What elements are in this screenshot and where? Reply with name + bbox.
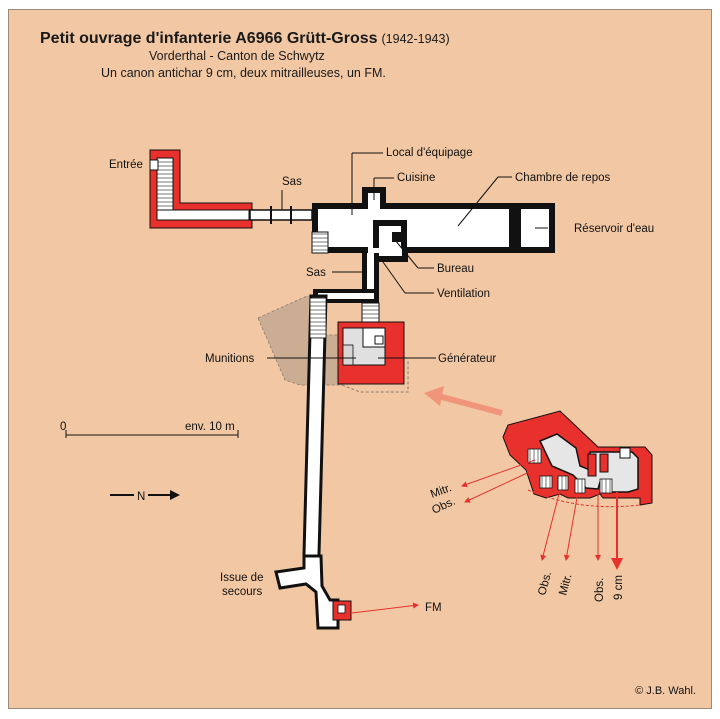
diagram-title: Petit ouvrage d'infanterie A6966 Grütt-G… bbox=[40, 30, 450, 48]
munitions-area bbox=[257, 295, 343, 386]
main-block bbox=[311, 187, 555, 262]
entrance-block bbox=[149, 149, 253, 229]
label-chambre-repos: Chambre de repos bbox=[515, 172, 610, 184]
label-obs-b1: Obs. bbox=[536, 570, 554, 597]
label-obs-b2: Obs. bbox=[594, 578, 606, 602]
title-years: (1942-1943) bbox=[381, 32, 450, 46]
label-munitions: Munitions bbox=[205, 353, 254, 365]
label-sas-mid: Sas bbox=[306, 267, 326, 279]
subtitle-armament: Un canon antichar 9 cm, deux mitrailleus… bbox=[101, 66, 386, 80]
scale-zero: 0 bbox=[60, 421, 66, 433]
copyright: © J.B. Wahl. bbox=[635, 685, 696, 697]
north-label: N bbox=[137, 491, 145, 503]
label-sas-top: Sas bbox=[282, 176, 302, 188]
label-ventilation: Ventilation bbox=[437, 288, 490, 300]
label-cuisine: Cuisine bbox=[397, 172, 435, 184]
label-issue-1: Issue de bbox=[220, 572, 263, 584]
title-text: Petit ouvrage d'infanterie A6966 Grütt-G… bbox=[40, 30, 378, 47]
fm-arrow bbox=[351, 602, 419, 614]
label-reservoir: Réservoir d'eau bbox=[574, 223, 654, 235]
gallery-stairs bbox=[309, 297, 327, 339]
label-entree: Entrée bbox=[109, 159, 143, 171]
emergency-exit bbox=[274, 554, 352, 630]
lower-connector bbox=[318, 293, 374, 299]
scale-end: env. 10 m bbox=[185, 421, 235, 433]
north-arrow: N bbox=[110, 488, 180, 503]
fire-lines bbox=[461, 459, 623, 570]
combat-block bbox=[502, 410, 653, 508]
generator-block bbox=[337, 321, 405, 385]
scale-bar: 0 env. 10 m bbox=[60, 421, 239, 438]
label-local-equipage: Local d'équipage bbox=[386, 147, 473, 159]
label-fm: FM bbox=[425, 602, 442, 614]
label-generateur: Générateur bbox=[438, 353, 496, 365]
subtitle-location: Vorderthal - Canton de Schwytz bbox=[149, 49, 325, 63]
leader-lines bbox=[267, 152, 548, 359]
label-bureau: Bureau bbox=[437, 263, 474, 275]
label-mitr-b: Mitr. bbox=[557, 573, 574, 597]
detail-arrow bbox=[424, 386, 503, 416]
sas-corridor bbox=[367, 253, 374, 293]
label-issue-2: secours bbox=[222, 586, 263, 598]
entrance-corridor bbox=[249, 209, 313, 221]
label-9cm: 9 cm bbox=[613, 575, 625, 600]
